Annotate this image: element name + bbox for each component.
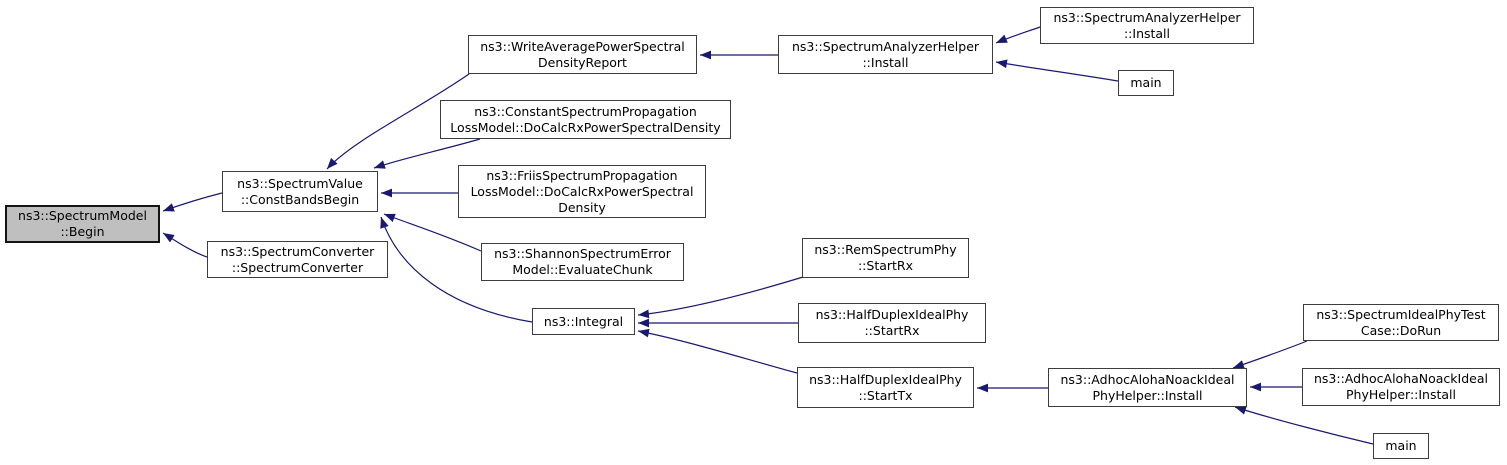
- node-rem-spectrum-phy-start-rx[interactable]: ns3::RemSpectrumPhy ::StartRx: [802, 238, 969, 278]
- node-label: ns3::ConstantSpectrumPropagation LossMod…: [450, 103, 721, 135]
- node-label: main: [1130, 75, 1162, 90]
- node-label: ns3::SpectrumAnalyzerHelper ::Install: [791, 38, 980, 70]
- node-label: ns3::WriteAveragePowerSpectral DensityRe…: [480, 38, 685, 70]
- node-label: ns3::SpectrumIdealPhyTest Case::DoRun: [1316, 306, 1486, 338]
- node-label: ns3::ShannonSpectrumError Model::Evaluat…: [494, 246, 671, 277]
- edge-spectrum-converter-to-spectrum-model-begin: [162, 232, 208, 258]
- node-friis-spectrum-propagation-loss-model-do-calc-rx-power-spectral-density[interactable]: ns3::FriisSpectrumPropagation LossModel:…: [458, 165, 706, 218]
- node-spectrum-converter[interactable]: ns3::SpectrumConverter ::SpectrumConvert…: [207, 241, 388, 278]
- node-write-average-power-spectral-density-report[interactable]: ns3::WriteAveragePowerSpectral DensityRe…: [468, 35, 697, 74]
- edge-main-top-to-spectrum-analyzer-helper-install-mid: [995, 59, 1119, 82]
- node-label: ns3::HalfDuplexIdealPhy ::StartTx: [809, 371, 962, 403]
- node-spectrum-value-const-bands-begin[interactable]: ns3::SpectrumValue ::ConstBandsBegin: [222, 171, 378, 212]
- node-half-duplex-ideal-phy-start-tx[interactable]: ns3::HalfDuplexIdealPhy ::StartTx: [797, 367, 974, 408]
- node-label: ns3::SpectrumConverter ::SpectrumConvert…: [220, 243, 375, 275]
- edge-half-duplex-ideal-phy-start-tx-to-integral: [637, 328, 798, 374]
- node-spectrum-analyzer-helper-install-mid[interactable]: ns3::SpectrumAnalyzerHelper ::Install: [778, 35, 993, 74]
- edge-constant-spectrum-propagation-loss-model-do-calc-rx-power-spectral-density-to-spectrum-value-const-bands-begin: [373, 138, 481, 169]
- node-main-bottom[interactable]: main: [1373, 433, 1429, 459]
- edge-spectrum-ideal-phy-test-case-do-run-to-adhoc-aloha-noack-ideal-phy-helper-install-mid: [1232, 340, 1308, 369]
- node-label: ns3::Integral: [543, 313, 624, 329]
- node-adhoc-aloha-noack-ideal-phy-helper-install-mid[interactable]: ns3::AdhocAlohaNoackIdeal PhyHelper::Ins…: [1048, 368, 1247, 407]
- node-constant-spectrum-propagation-loss-model-do-calc-rx-power-spectral-density[interactable]: ns3::ConstantSpectrumPropagation LossMod…: [440, 100, 731, 139]
- edge-main-bottom-to-adhoc-aloha-noack-ideal-phy-helper-install-mid: [1234, 406, 1374, 445]
- node-label: ns3::RemSpectrumPhy ::StartRx: [814, 242, 957, 273]
- edge-integral-to-spectrum-value-const-bands-begin: [380, 216, 533, 323]
- node-half-duplex-ideal-phy-start-rx[interactable]: ns3::HalfDuplexIdealPhy ::StartRx: [798, 303, 986, 343]
- node-spectrum-analyzer-helper-install-right[interactable]: ns3::SpectrumAnalyzerHelper ::Install: [1040, 7, 1254, 44]
- node-label: ns3::FriisSpectrumPropagation LossModel:…: [470, 167, 694, 215]
- edge-shannon-spectrum-error-model-evaluate-chunk-to-spectrum-value-const-bands-begin: [383, 213, 482, 252]
- edge-write-average-power-spectral-density-report-to-spectrum-value-const-bands-begin: [326, 73, 470, 170]
- node-main-top[interactable]: main: [1118, 70, 1174, 96]
- node-adhoc-aloha-noack-ideal-phy-helper-install-right[interactable]: ns3::AdhocAlohaNoackIdeal PhyHelper::Ins…: [1302, 368, 1500, 406]
- node-label: ns3::HalfDuplexIdealPhy ::StartRx: [815, 307, 969, 338]
- node-shannon-spectrum-error-model-evaluate-chunk[interactable]: ns3::ShannonSpectrumError Model::Evaluat…: [481, 243, 684, 281]
- node-integral[interactable]: ns3::Integral: [532, 308, 635, 335]
- node-label: ns3::SpectrumAnalyzerHelper ::Install: [1053, 9, 1241, 41]
- node-label: ns3::AdhocAlohaNoackIdeal PhyHelper::Ins…: [1314, 371, 1488, 402]
- edge-rem-spectrum-phy-start-rx-to-integral: [637, 276, 804, 319]
- node-spectrum-ideal-phy-test-case-do-run[interactable]: ns3::SpectrumIdealPhyTest Case::DoRun: [1303, 304, 1499, 341]
- node-label: ns3::SpectrumValue ::ConstBandsBegin: [237, 175, 363, 207]
- edge-spectrum-analyzer-helper-install-right-to-spectrum-analyzer-helper-install-mid: [995, 26, 1041, 44]
- node-label: main: [1385, 438, 1417, 453]
- node-label: ns3::SpectrumModel ::Begin: [18, 208, 147, 239]
- node-label: ns3::AdhocAlohaNoackIdeal PhyHelper::Ins…: [1060, 371, 1235, 403]
- edge-spectrum-value-const-bands-begin-to-spectrum-model-begin: [162, 192, 223, 212]
- node-spectrum-model-begin: ns3::SpectrumModel ::Begin: [5, 205, 160, 243]
